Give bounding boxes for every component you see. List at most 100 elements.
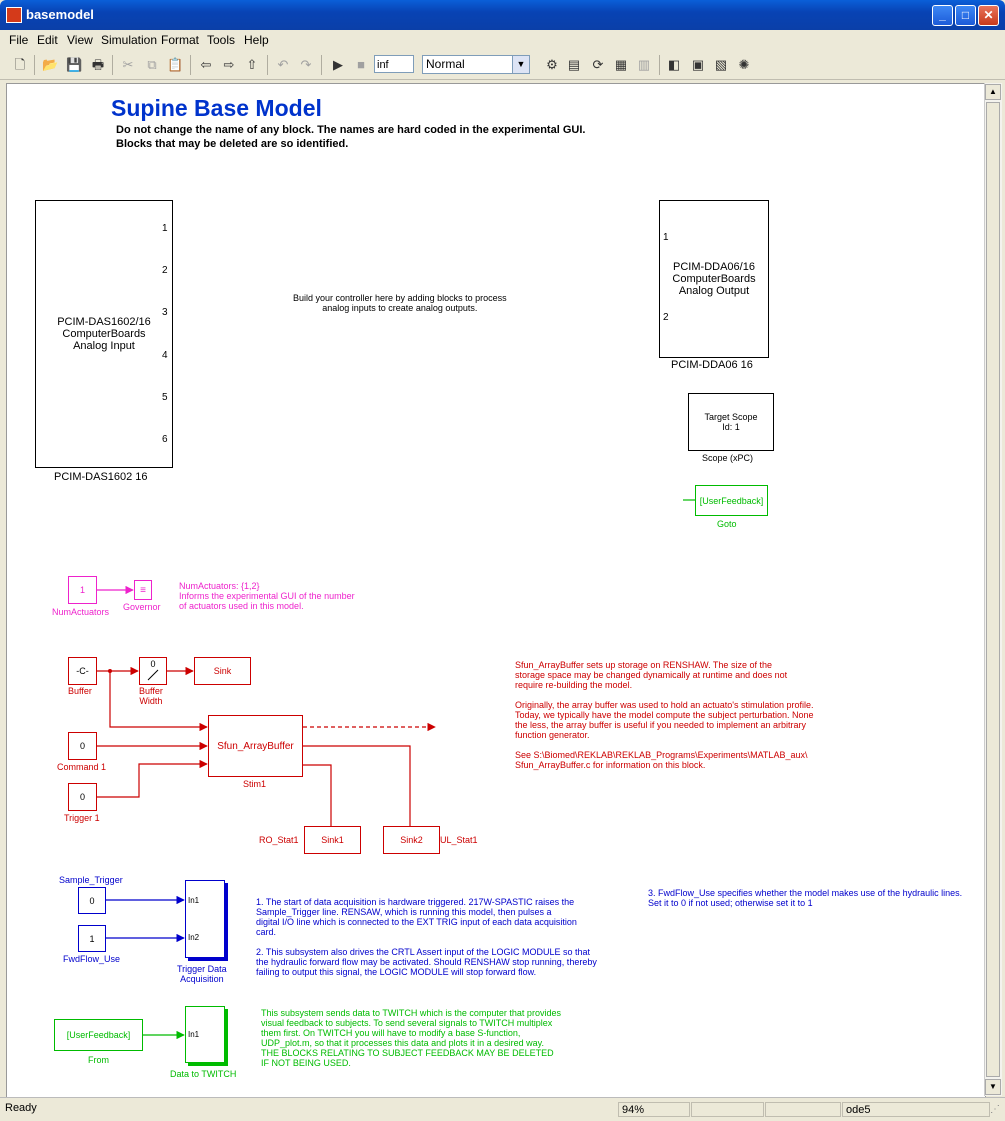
scroll-up-icon[interactable]: ▲: [985, 84, 1001, 100]
sink1-block[interactable]: Sink1: [304, 826, 361, 854]
analog-input-block[interactable]: PCIM-DAS1602/16 ComputerBoards Analog In…: [35, 200, 173, 468]
analog-output-block[interactable]: PCIM-DDA06/16 ComputerBoards Analog Outp…: [659, 200, 769, 358]
save-icon[interactable]: 💾: [66, 57, 83, 72]
debugger-icon[interactable]: ◧: [667, 57, 681, 72]
connect-target-icon[interactable]: ⟳: [592, 57, 604, 72]
undo-icon[interactable]: ↶: [277, 57, 289, 72]
data-to-twitch-name[interactable]: Data to TWITCH: [170, 1069, 237, 1079]
governor-name[interactable]: Governor: [123, 602, 161, 612]
menu-file[interactable]: File: [9, 33, 29, 47]
model-explorer-icon[interactable]: ▥: [637, 57, 651, 72]
analog-input-port-4: 4: [162, 350, 168, 361]
library-browser-icon[interactable]: ▦: [614, 57, 628, 72]
model-canvas[interactable]: Supine Base Model Do not change the name…: [6, 83, 986, 1098]
menu-tools[interactable]: Tools: [207, 33, 236, 47]
toolbar-separator: [321, 55, 322, 75]
scroll-down-icon[interactable]: ▼: [985, 1079, 1001, 1095]
model-subtitle-1: Do not change the name of any block. The…: [116, 124, 586, 136]
sink2-signal-label: UL_Stat1: [440, 835, 478, 845]
simulation-mode-select[interactable]: Normal ▼: [422, 55, 530, 74]
trigger-data-acquisition-name[interactable]: Trigger Data Acquisition: [177, 964, 227, 984]
cut-icon[interactable]: ✂: [122, 57, 134, 72]
target-scope-block[interactable]: Target Scope Id: 1: [688, 393, 774, 451]
menu-format[interactable]: Format: [161, 33, 200, 47]
maximize-button[interactable]: □: [955, 5, 976, 26]
stop-time-input[interactable]: inf: [374, 55, 414, 73]
from-name[interactable]: From: [88, 1055, 109, 1065]
stop-icon[interactable]: ■: [357, 57, 365, 72]
sample-trigger-constant[interactable]: 0: [78, 887, 106, 914]
buffer-width-name[interactable]: Buffer Width: [139, 686, 163, 706]
analog-input-port-6: 6: [162, 434, 168, 445]
num-actuators-name[interactable]: NumActuators: [52, 607, 110, 617]
sfun-array-buffer-block[interactable]: Sfun_ArrayBuffer: [208, 715, 303, 777]
up-arrow-icon[interactable]: ⇧: [246, 57, 258, 72]
data-to-twitch-subsystem[interactable]: In1: [185, 1006, 225, 1063]
sink1-signal-label: RO_Stat1: [259, 835, 299, 845]
explorer-icon[interactable]: ▣: [691, 57, 705, 72]
simulation-mode-value: Normal: [426, 57, 465, 71]
sample-trigger-name[interactable]: Sample_Trigger: [59, 875, 123, 885]
build-icon[interactable]: ⚙: [546, 57, 558, 72]
sfun-array-buffer-name[interactable]: Stim1: [243, 779, 267, 789]
buffer-width-block[interactable]: 0: [139, 657, 167, 685]
branch-point: [108, 669, 112, 673]
width-slash-icon: [147, 669, 159, 681]
play-icon[interactable]: ▶: [333, 57, 343, 72]
analog-output-name[interactable]: PCIM-DDA06 16: [671, 359, 753, 371]
sink2-block[interactable]: Sink2: [383, 826, 440, 854]
goto-name[interactable]: Goto: [717, 519, 737, 529]
analog-input-text: PCIM-DAS1602/16 ComputerBoards Analog In…: [57, 316, 151, 352]
fwdflow-use-constant[interactable]: 1: [78, 925, 106, 952]
sink-block[interactable]: Sink: [194, 657, 251, 685]
window-title: basemodel: [26, 7, 94, 22]
forward-arrow-icon[interactable]: ⇨: [223, 57, 235, 72]
chevron-down-icon[interactable]: ▼: [512, 56, 529, 73]
settings-icon[interactable]: ✺: [738, 57, 750, 72]
fwdflow-note: 3. FwdFlow_Use specifies whether the mod…: [648, 888, 963, 908]
paste-icon[interactable]: 📋: [167, 57, 184, 72]
open-folder-icon[interactable]: 📂: [42, 57, 59, 72]
command-constant[interactable]: 0: [68, 732, 97, 760]
menu-help[interactable]: Help: [244, 33, 269, 47]
goto-user-feedback-block[interactable]: [UserFeedback]: [695, 485, 768, 516]
trigger-name[interactable]: Trigger 1: [64, 813, 100, 823]
signal-lines: [97, 499, 695, 1040]
copy-icon[interactable]: ⧉: [147, 57, 157, 72]
menu-bar: File Edit View Simulation Format Tools H…: [0, 30, 1005, 50]
minimize-button[interactable]: _: [932, 5, 953, 26]
redo-icon[interactable]: ↷: [300, 57, 312, 72]
trigger-data-acquisition-subsystem[interactable]: In1 In2: [185, 880, 225, 958]
trigger-note: 1. The start of data acquisition is hard…: [256, 897, 597, 977]
properties-icon[interactable]: ▧: [714, 57, 728, 72]
close-button[interactable]: ✕: [978, 5, 999, 26]
num-actuators-note: NumActuators: {1,2} Informs the experime…: [179, 581, 355, 611]
from-user-feedback-block[interactable]: [UserFeedback]: [54, 1019, 143, 1051]
back-arrow-icon[interactable]: ⇦: [200, 57, 212, 72]
buffer-constant[interactable]: -C-: [68, 657, 97, 685]
scroll-thumb[interactable]: [986, 102, 1000, 1077]
simulink-app-icon[interactable]: [6, 7, 22, 23]
target-scope-name[interactable]: Scope (xPC): [702, 453, 754, 463]
menu-edit[interactable]: Edit: [37, 33, 58, 47]
vertical-scrollbar[interactable]: ▲ ▼: [984, 83, 1002, 1096]
analog-output-port-2: 2: [663, 312, 669, 323]
twitch-subsystem-in1: In1: [188, 1030, 200, 1039]
resize-grip-icon[interactable]: ⋰: [990, 1104, 1000, 1115]
analog-input-port-1: 1: [162, 223, 168, 234]
new-model-icon[interactable]: 🗋: [14, 57, 26, 72]
analog-input-port-5: 5: [162, 392, 168, 403]
status-empty-1: [691, 1102, 764, 1117]
trigger-constant[interactable]: 0: [68, 783, 97, 811]
command-name[interactable]: Command 1: [57, 762, 107, 772]
update-diagram-icon[interactable]: ▤: [567, 57, 581, 72]
buffer-name[interactable]: Buffer: [68, 686, 92, 696]
analog-input-name[interactable]: PCIM-DAS1602 16: [54, 471, 148, 483]
status-zoom: 94%: [618, 1102, 690, 1117]
governor-block[interactable]: ≡: [134, 580, 152, 600]
num-actuators-constant[interactable]: 1: [68, 576, 97, 604]
fwdflow-use-name[interactable]: FwdFlow_Use: [63, 954, 121, 964]
menu-simulation[interactable]: Simulation: [101, 33, 158, 47]
print-icon[interactable]: 🖶: [91, 57, 105, 72]
menu-view[interactable]: View: [67, 33, 93, 47]
